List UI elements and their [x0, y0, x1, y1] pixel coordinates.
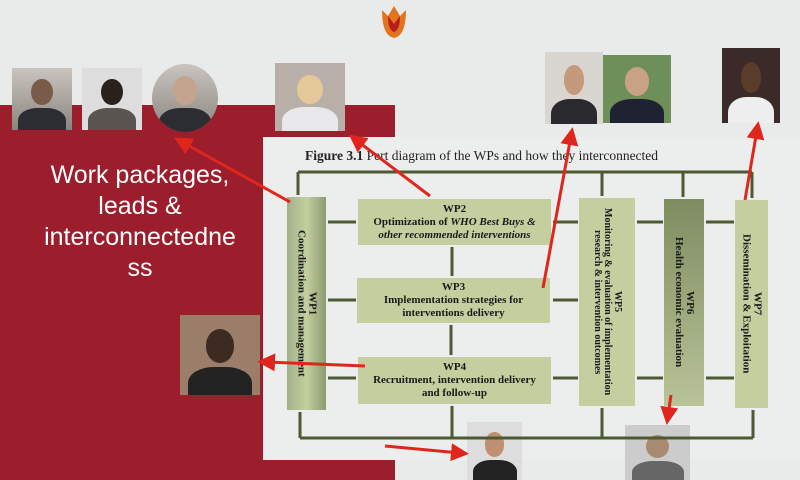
caption-number: Figure 3.1 — [305, 148, 364, 163]
wp3-id: WP3 — [441, 281, 466, 293]
title-line: leads & — [98, 192, 182, 220]
lead-photo — [625, 425, 690, 480]
university-logo — [380, 2, 408, 40]
title-line: ss — [127, 254, 153, 282]
wp4-label: Recruitment, intervention delivery and f… — [373, 374, 536, 399]
lead-photo — [275, 63, 345, 131]
wp4-id: WP4 — [442, 361, 467, 373]
figure-caption: Figure 3.1 Pert diagram of the WPs and h… — [305, 148, 658, 164]
arrow-wp2-lead — [348, 134, 431, 198]
wp4-box: WP4 Recruitment, intervention delivery a… — [358, 357, 551, 404]
wp3-label: Implementation strategies for interventi… — [383, 294, 524, 319]
arrow-wp4-lead — [257, 353, 366, 372]
wp2-label: Optimization of WHO Best Buys & — [373, 215, 536, 228]
arrow-wp6-lead — [660, 394, 679, 425]
lead-photo — [152, 64, 218, 132]
arrow-wp3-lead — [541, 127, 579, 289]
title-line: Work packages, — [50, 161, 230, 189]
slide-title: Work packages, leads & interconnectedne … — [20, 160, 260, 284]
lead-photo — [82, 68, 142, 130]
wp3-box: WP3 Implementation strategies for interv… — [357, 278, 550, 323]
wp2-id: WP2 — [442, 202, 467, 215]
arrow-lead-bottom — [384, 443, 469, 462]
lead-photo — [722, 48, 780, 123]
arrow-wp7-lead — [743, 121, 765, 201]
title-line: interconnectedne — [44, 223, 236, 251]
wp2-box: WP2 Optimization of WHO Best Buys & othe… — [358, 199, 551, 245]
lead-photo — [545, 52, 603, 124]
lead-photo — [180, 315, 260, 395]
wp2-label-2: other recommended interventions — [378, 228, 531, 241]
arrow-wp1-lead — [174, 137, 291, 204]
lead-photo — [12, 68, 72, 130]
lead-photo — [603, 55, 671, 123]
caption-text: Pert diagram of the WPs and how they int… — [363, 148, 659, 163]
